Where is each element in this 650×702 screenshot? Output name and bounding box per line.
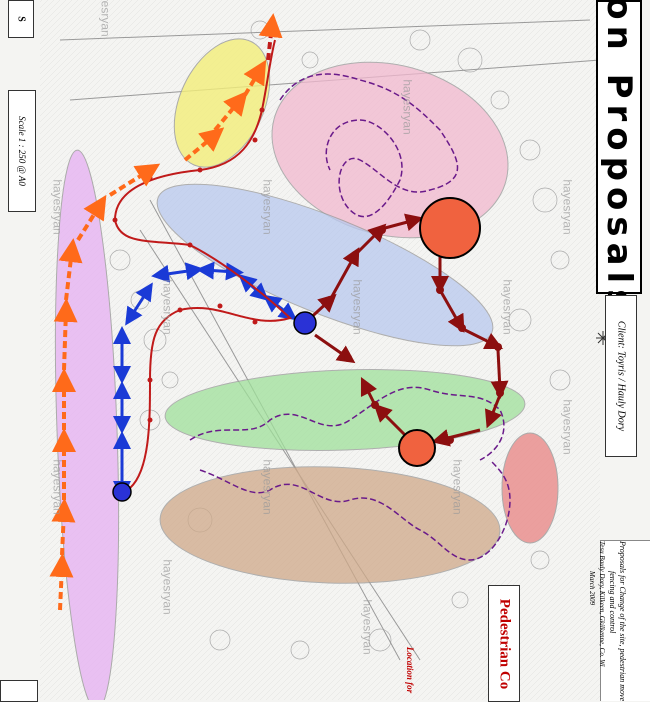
client-label: Client: Toyris / Hauly Dory xyxy=(615,320,627,432)
location-note: Location for xyxy=(405,646,415,694)
sheet-label: S xyxy=(15,16,27,22)
scale-label: Scale 1 : 250 @ A0 xyxy=(17,116,27,186)
hub-north xyxy=(419,197,481,259)
orange-route xyxy=(49,13,283,611)
description-box: Proposals for Change of the site, pedest… xyxy=(588,540,650,701)
red-zone xyxy=(501,432,559,544)
darkred-route xyxy=(303,213,509,447)
description-line-3: Tesu Bauly Dory, Kilkeen, Gkilkenne, Co.… xyxy=(598,541,606,667)
description-line-4: March 2009 xyxy=(588,571,596,606)
darkred-route-nodes xyxy=(326,226,504,444)
sheet-label-box: S xyxy=(8,0,34,38)
client-box: Client: Toyris / Hauly Dory xyxy=(605,295,637,457)
description-line-1: Proposals for Change of the site, pedest… xyxy=(618,541,627,701)
red-route-nodes xyxy=(112,107,265,423)
blue-zone xyxy=(156,183,494,347)
pedestrian-title-box: Pedestrian Co xyxy=(488,585,520,702)
brown-zone xyxy=(159,466,501,584)
red-route xyxy=(113,39,292,489)
location-note-wrap: Location for xyxy=(395,640,425,700)
pedestrian-title: Pedestrian Co xyxy=(496,598,513,689)
blue-hub-north xyxy=(293,311,317,335)
title-box: ion Proposals xyxy=(596,0,642,315)
hub-south xyxy=(398,429,436,467)
north-arrow-icon xyxy=(596,331,610,345)
page-title: ion Proposals xyxy=(599,0,639,316)
description-line-2: fencing and control xyxy=(608,571,617,634)
description-text: Proposals for Change of the site, pedest… xyxy=(577,541,627,701)
scale-box: Scale 1 : 250 @ A0 xyxy=(8,90,36,212)
purple-walkway xyxy=(189,73,511,561)
blue-hub-south xyxy=(112,482,132,502)
bottom-left-box xyxy=(0,680,38,702)
